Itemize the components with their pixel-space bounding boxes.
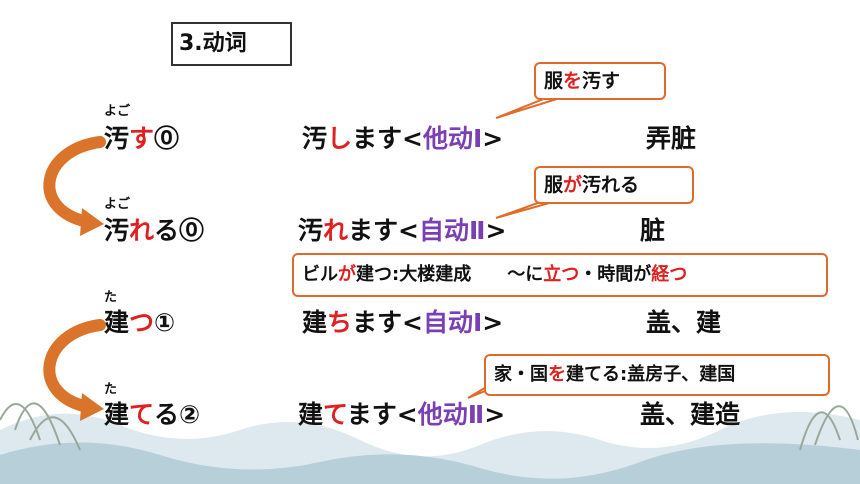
meaning: 盖、建造 [640,400,741,429]
curved-arrow-icon [43,136,106,228]
dictionary-form: 汚す⓪ [104,124,179,154]
dictionary-form: 建つ① [104,308,175,338]
ruby-reading: た [104,382,118,397]
word-ending: れ [129,216,155,245]
word-stem: 建 [104,308,130,337]
masu-suffix: ます< [348,216,419,245]
word-stem: 汚 [104,124,130,153]
word-stem: 汚 [104,216,130,245]
masu-form: 汚れます<自动Ⅱ> [298,216,506,246]
callout-particle: を [563,70,583,92]
callout-particle: を [548,364,566,385]
ruby-reading: よご [104,104,131,119]
grass-decoration-right [799,405,859,451]
bracket-close: > [482,308,504,337]
bracket-close: > [485,216,507,245]
verb-type: 自动Ⅰ [422,308,483,337]
ruby-reading: た [104,290,118,305]
callout-particle: が [563,174,583,196]
dictionary-form: 建てる② [104,400,200,430]
masu-ending: し [327,124,353,153]
verb-type: 自动Ⅱ [418,216,486,245]
dictionary-form: 汚れる⓪ [104,216,204,246]
callout-pointer [495,97,561,119]
bracket-close: > [482,124,504,153]
callout-highlight: 立つ [543,264,580,285]
word-accent: ⓪ [154,124,180,153]
callout-highlight: 経つ [651,264,688,285]
example-callout: 家・国を建てる:盖房子、建国 [484,354,830,396]
masu-stem: 汚 [302,124,328,153]
masu-ending: ち [327,308,353,337]
callout-text: 服 [544,70,564,92]
callout-text: 家・国 [494,364,548,385]
ruby-reading: よご [104,197,131,212]
masu-suffix: ます< [352,124,423,153]
callout-text: 建つ:大楼建成 ～に [356,264,544,285]
masu-ending: れ [323,216,349,245]
callout-particle: が [338,264,356,285]
meaning: 盖、建 [646,308,722,337]
arrow-head-icon [80,208,104,236]
grass-decoration-left [0,402,81,451]
example-callout: 服を汚す [534,62,666,100]
section-title: 3.动词 [171,22,292,66]
word-ending: て [129,400,155,429]
example-callout: ビルが建つ:大楼建成 ～に立つ・時間が経つ [292,253,828,297]
arrow-head-icon [80,393,104,421]
word-ending: す [129,124,155,153]
callout-text: 汚れる [582,174,640,196]
verb-type: 他动Ⅰ [422,124,483,153]
meaning: 脏 [640,216,666,245]
masu-stem: 汚 [298,216,324,245]
word-accent: ① [154,308,176,337]
masu-form: 汚します<他动Ⅰ> [302,124,503,154]
masu-stem: 建 [302,308,328,337]
masu-form: 建てます<他动Ⅱ> [298,400,505,430]
bracket-close: > [484,400,506,429]
wave-decoration-dark [0,442,860,484]
callout-text: 建てる:盖房子、建国 [566,364,736,385]
callout-text: 服 [544,174,564,196]
verb-type: 他动Ⅱ [417,400,485,429]
example-callout: 服が汚れる [534,166,694,204]
masu-ending: て [323,400,347,429]
curved-arrow-icon [43,319,106,413]
masu-suffix: ます< [346,400,418,429]
word-accent: る⓪ [154,216,205,245]
callout-text: 汚す [582,70,621,92]
word-ending: つ [129,308,155,337]
callout-text: ・時間が [579,264,652,285]
word-stem: 建 [104,400,130,429]
callout-text: ビル [302,264,338,285]
masu-suffix: ます< [352,308,423,337]
word-accent: る② [154,400,201,429]
masu-form: 建ちます<自动Ⅰ> [302,308,503,338]
masu-stem: 建 [298,400,324,429]
meaning: 弄脏 [646,124,697,153]
